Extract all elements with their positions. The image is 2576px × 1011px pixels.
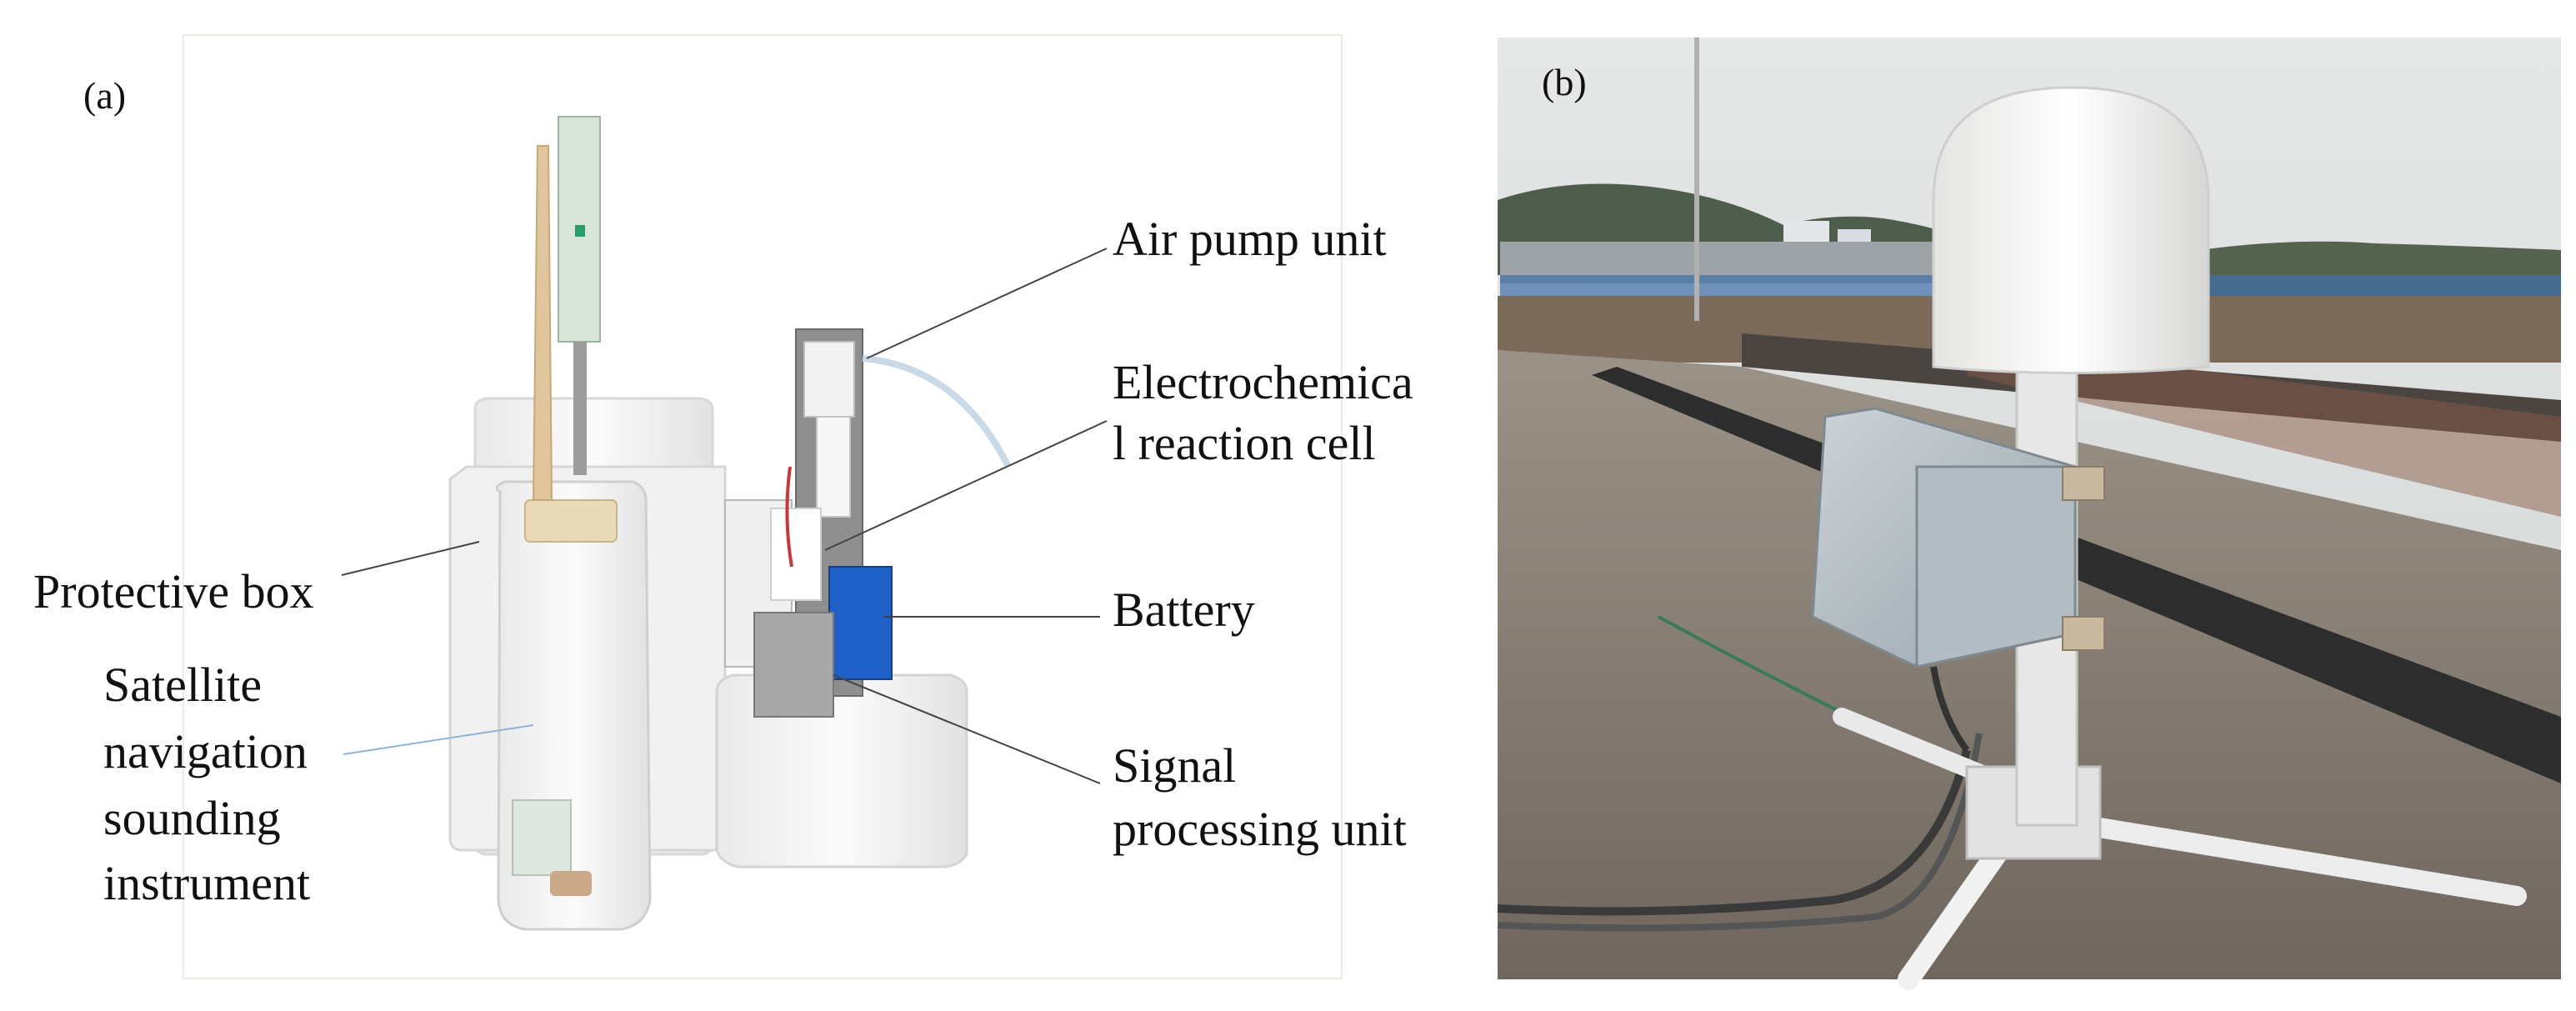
sounding-instrument-illustration: [495, 116, 652, 931]
foam-base-illustration: [715, 673, 968, 868]
leader-line-air-pump: [866, 248, 1108, 359]
cable: [1497, 748, 1971, 916]
leader-line-satellite: [343, 724, 534, 755]
sensor-stack-illustration: [724, 328, 1012, 718]
gnss-dome: [1932, 86, 2210, 374]
cable: [1497, 733, 1983, 932]
leader-line-protective-box: [341, 541, 480, 576]
panel-a: [183, 34, 1343, 979]
leader-lines-a: [341, 248, 1108, 784]
battery-illustration: [828, 566, 893, 680]
callout-electrochemical-line2: l reaction cell: [1113, 416, 1376, 470]
panel-b: [1497, 38, 2561, 990]
callout-protective-box: Protective box: [33, 564, 314, 618]
callout-satellite-line1: Satellite: [103, 658, 263, 712]
vegetation-bed: [1967, 342, 2561, 517]
callout-battery: Battery: [1113, 583, 1255, 637]
callout-air-pump: Air pump unit: [1113, 212, 1387, 266]
receiver-enclosure: [1811, 407, 2105, 753]
callout-satellite-line2: navigation: [103, 724, 308, 778]
callout-satellite-line3: sounding: [103, 791, 281, 845]
callout-signal-line1: Signal: [1113, 738, 1237, 793]
leader-line-signal: [833, 674, 1101, 784]
callout-signal-line2: processing unit: [1113, 802, 1407, 856]
panel-label-a: (a): [83, 74, 127, 117]
ground-wire: [1658, 615, 1851, 718]
callout-satellite-line4: instrument: [103, 856, 311, 910]
callout-electrochemical-line1: Electrochemica: [1113, 355, 1413, 409]
antenna-mast: [1694, 38, 1699, 321]
panel-label-b: (b): [1542, 61, 1587, 103]
leader-line-electrochemical: [824, 420, 1108, 551]
